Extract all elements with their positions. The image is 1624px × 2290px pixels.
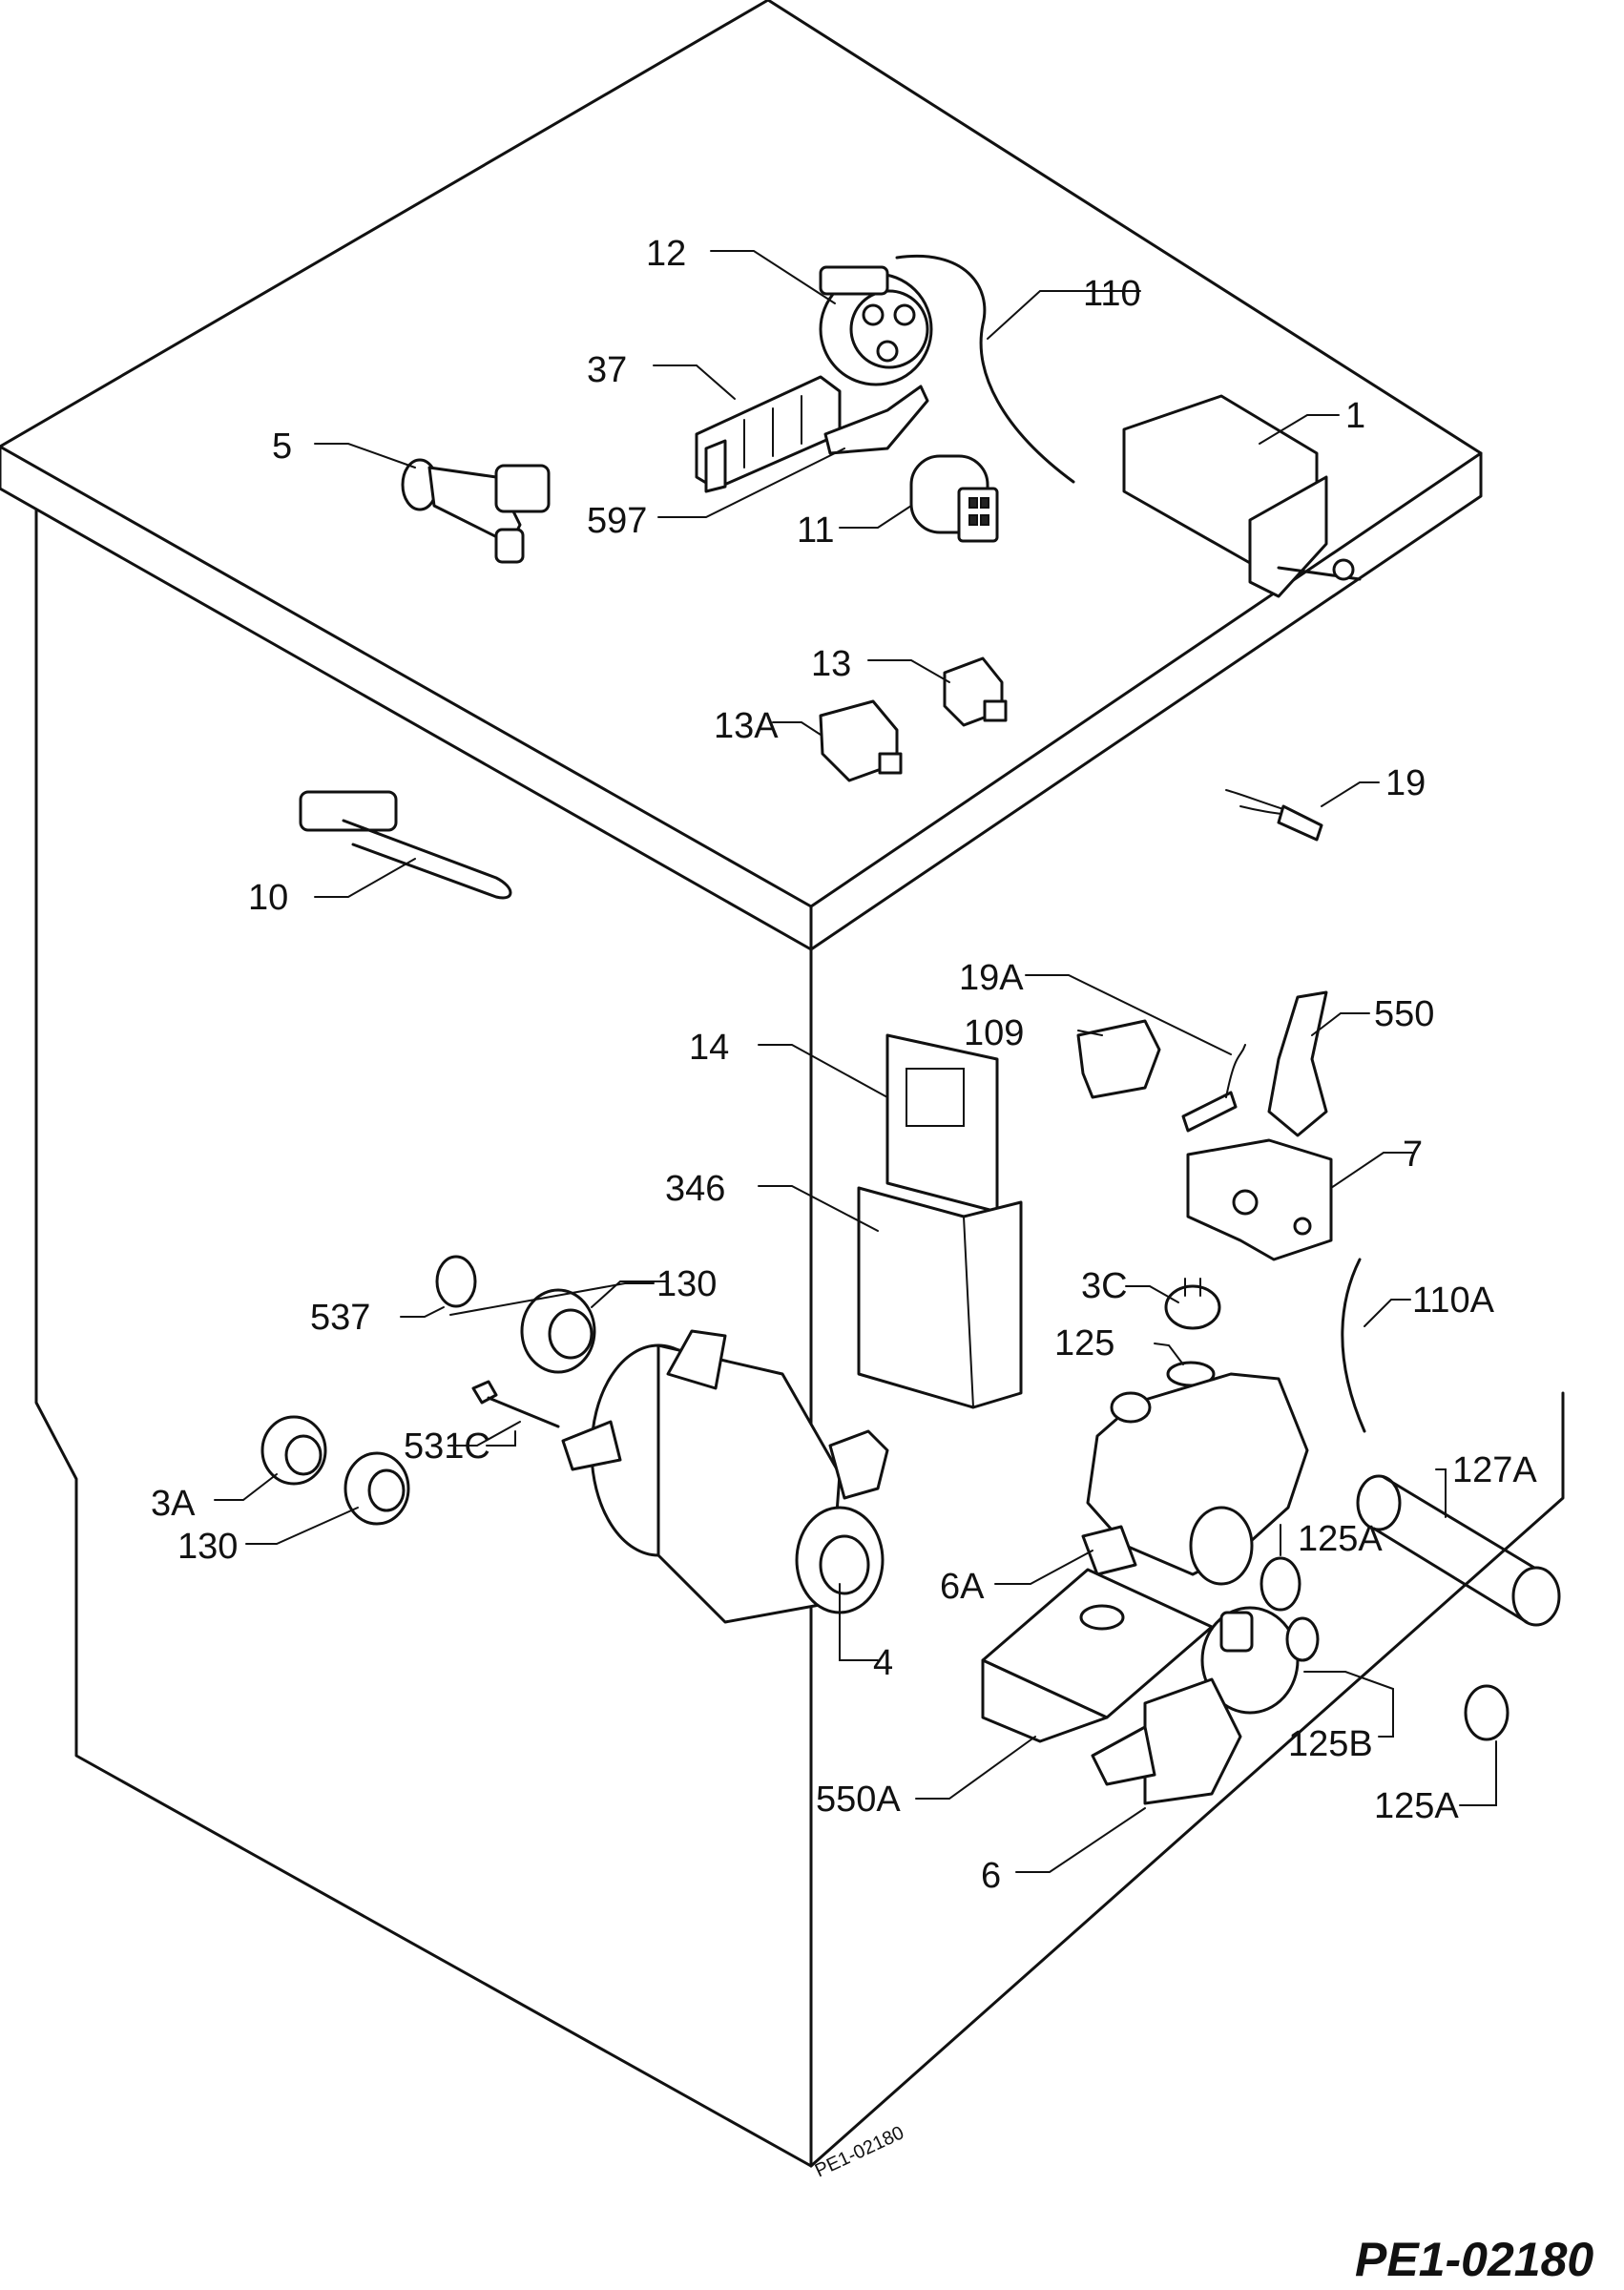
label-11: 11 (797, 510, 834, 551)
label-3a: 3A (151, 1484, 196, 1524)
label-531c: 531C (404, 1426, 490, 1467)
label-3c: 3C (1081, 1266, 1128, 1306)
sensor-19 (1225, 789, 1323, 842)
label-13a: 13A (714, 706, 779, 746)
motor-4 (561, 1329, 889, 1624)
label-125a-upper: 125A (1298, 1519, 1383, 1559)
label-14: 14 (689, 1028, 729, 1068)
part-3c (1164, 1278, 1221, 1330)
label-1: 1 (1345, 396, 1365, 436)
ring-125b (1285, 1616, 1320, 1662)
hose-127a (1356, 1474, 1561, 1627)
label-5: 5 (272, 427, 292, 467)
grommet-130-lower (344, 1451, 410, 1526)
label-6: 6 (981, 1856, 1001, 1896)
label-597: 597 (587, 501, 647, 541)
timer-1 (1122, 394, 1362, 598)
cover-550a (981, 1568, 1214, 1743)
part-labels: 12 110 37 5 1 597 11 13 13A 19 10 19A 10… (151, 234, 1537, 1896)
label-7: 7 (1403, 1135, 1423, 1175)
terminal-block-37 (695, 375, 842, 493)
part-109 (1076, 1019, 1161, 1099)
label-130-upper: 130 (656, 1264, 717, 1304)
lever-550 (1267, 990, 1328, 1137)
ring-125a-upper (1260, 1556, 1301, 1612)
label-4: 4 (873, 1643, 893, 1683)
plug-537 (435, 1255, 477, 1308)
label-37: 37 (587, 350, 627, 390)
detergent-drawer-14 (885, 1033, 999, 1214)
drawing-code: PE1-02180 (1355, 2233, 1593, 2286)
part-3a (260, 1415, 327, 1486)
label-12: 12 (646, 234, 686, 274)
pump-body-6a (1081, 1372, 1309, 1586)
connector-13 (943, 656, 1008, 727)
label-110a: 110A (1412, 1280, 1495, 1321)
cabinet-outline (0, 0, 1565, 2168)
pressure-switch-12 (819, 265, 933, 386)
label-125: 125 (1054, 1323, 1114, 1364)
label-346: 346 (665, 1169, 725, 1209)
label-6a: 6A (940, 1567, 985, 1607)
dispenser-housing-346 (857, 1186, 1023, 1409)
label-19a: 19A (959, 958, 1024, 998)
hose-110a (1341, 1258, 1366, 1433)
sensor-19a (1181, 1044, 1246, 1133)
label-10: 10 (248, 878, 288, 918)
cabinet-left-side (34, 509, 813, 2168)
capacitor-11 (909, 454, 999, 543)
label-125b: 125B (1288, 1724, 1373, 1764)
label-130-lower: 130 (177, 1527, 238, 1567)
heater-10 (299, 790, 512, 900)
label-19: 19 (1385, 763, 1426, 803)
connector-13a (819, 699, 903, 782)
clip-597 (823, 385, 929, 455)
label-13: 13 (811, 644, 851, 684)
hose-110 (895, 255, 1075, 484)
label-537: 537 (310, 1298, 370, 1338)
cabinet-right-side (809, 1391, 1565, 2168)
drain-pump-6 (1091, 1606, 1300, 1805)
inlet-5 (401, 458, 551, 564)
label-127a: 127A (1452, 1450, 1537, 1490)
leader-lines (214, 250, 1497, 1873)
door-lock-7 (1186, 1138, 1333, 1261)
label-550a: 550A (816, 1780, 901, 1820)
label-110: 110 (1083, 274, 1141, 314)
ring-125a-lower (1464, 1684, 1509, 1741)
bolt-531c (471, 1380, 560, 1428)
label-125a-lower: 125A (1374, 1786, 1459, 1826)
label-550: 550 (1374, 994, 1434, 1034)
label-109: 109 (964, 1013, 1024, 1053)
grommet-130-upper (520, 1288, 596, 1374)
